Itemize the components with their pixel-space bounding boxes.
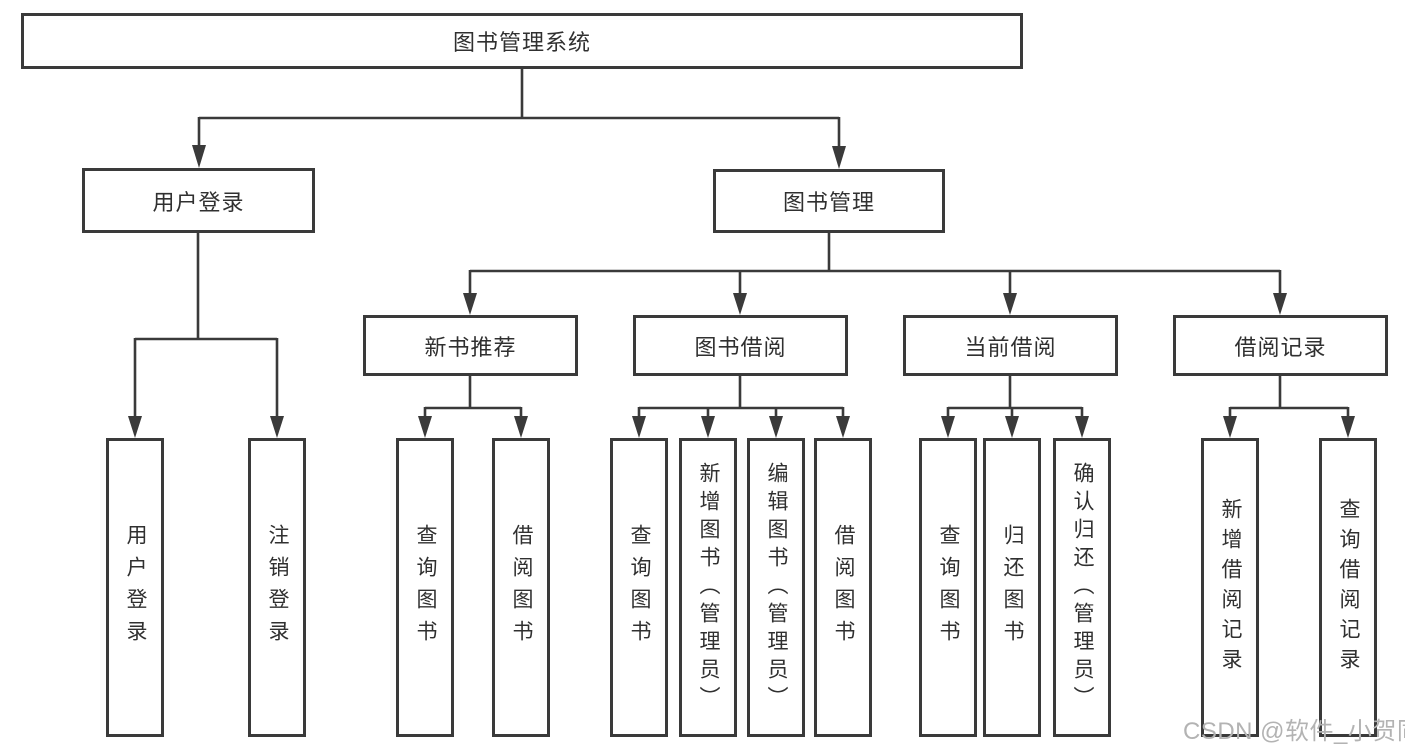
node-new-book-recommend-label: 新书推荐 [424,334,517,360]
leaf-query-books-1-label: 查询图书 [414,523,437,652]
leaf-add-book-admin-label: 新增图书（管理员） [697,461,720,714]
node-user-login-label: 用户登录 [152,189,245,215]
node-book-management-label: 图书管理 [782,190,875,215]
leaf-query-books-2: 查询图书 [610,438,668,737]
leaf-query-borrow-record-label: 查询借阅记录 [1337,497,1360,678]
leaf-add-book-admin: 新增图书（管理员） [679,438,737,737]
node-borrow-records-label: 借阅记录 [1234,334,1327,360]
leaf-logout-label: 注销登录 [266,523,289,652]
node-book-management: 图书管理 [713,169,945,233]
node-current-borrow-label: 当前借阅 [964,334,1057,360]
node-library-management-system: 图书管理系统 [21,13,1023,69]
leaf-query-books-1: 查询图书 [396,438,454,737]
node-book-borrow-label: 图书借阅 [694,334,787,360]
node-borrow-records: 借阅记录 [1173,315,1388,376]
leaf-add-borrow-record: 新增借阅记录 [1201,438,1259,737]
leaf-user-login: 用户登录 [106,438,164,737]
csdn-watermark: CSDN @软件_小贺同学 [1183,718,1405,745]
node-new-book-recommend: 新书推荐 [363,315,578,376]
leaf-borrow-books-2-label: 借阅图书 [832,523,855,652]
leaf-logout: 注销登录 [248,438,306,737]
leaf-confirm-return-admin-label: 确认归还（管理员） [1071,461,1094,714]
leaf-borrow-books-1-label: 借阅图书 [510,523,533,652]
node-library-management-system-label: 图书管理系统 [452,30,591,55]
leaf-add-borrow-record-label: 新增借阅记录 [1219,497,1242,678]
leaf-borrow-books-2: 借阅图书 [814,438,872,737]
leaf-query-books-3: 查询图书 [919,438,977,737]
leaf-return-book-label: 归还图书 [1001,523,1024,652]
node-book-borrow: 图书借阅 [633,315,848,376]
leaf-query-borrow-record: 查询借阅记录 [1319,438,1377,737]
leaf-borrow-books-1: 借阅图书 [492,438,550,737]
leaf-query-books-2-label: 查询图书 [628,523,651,652]
leaf-return-book: 归还图书 [983,438,1041,737]
leaf-edit-book-admin: 编辑图书（管理员） [747,438,805,737]
leaf-user-login-label: 用户登录 [124,523,147,652]
node-user-login: 用户登录 [82,168,315,233]
leaf-confirm-return-admin: 确认归还（管理员） [1053,438,1111,737]
node-current-borrow: 当前借阅 [903,315,1118,376]
leaf-query-books-3-label: 查询图书 [937,523,960,652]
leaf-edit-book-admin-label: 编辑图书（管理员） [765,461,788,714]
